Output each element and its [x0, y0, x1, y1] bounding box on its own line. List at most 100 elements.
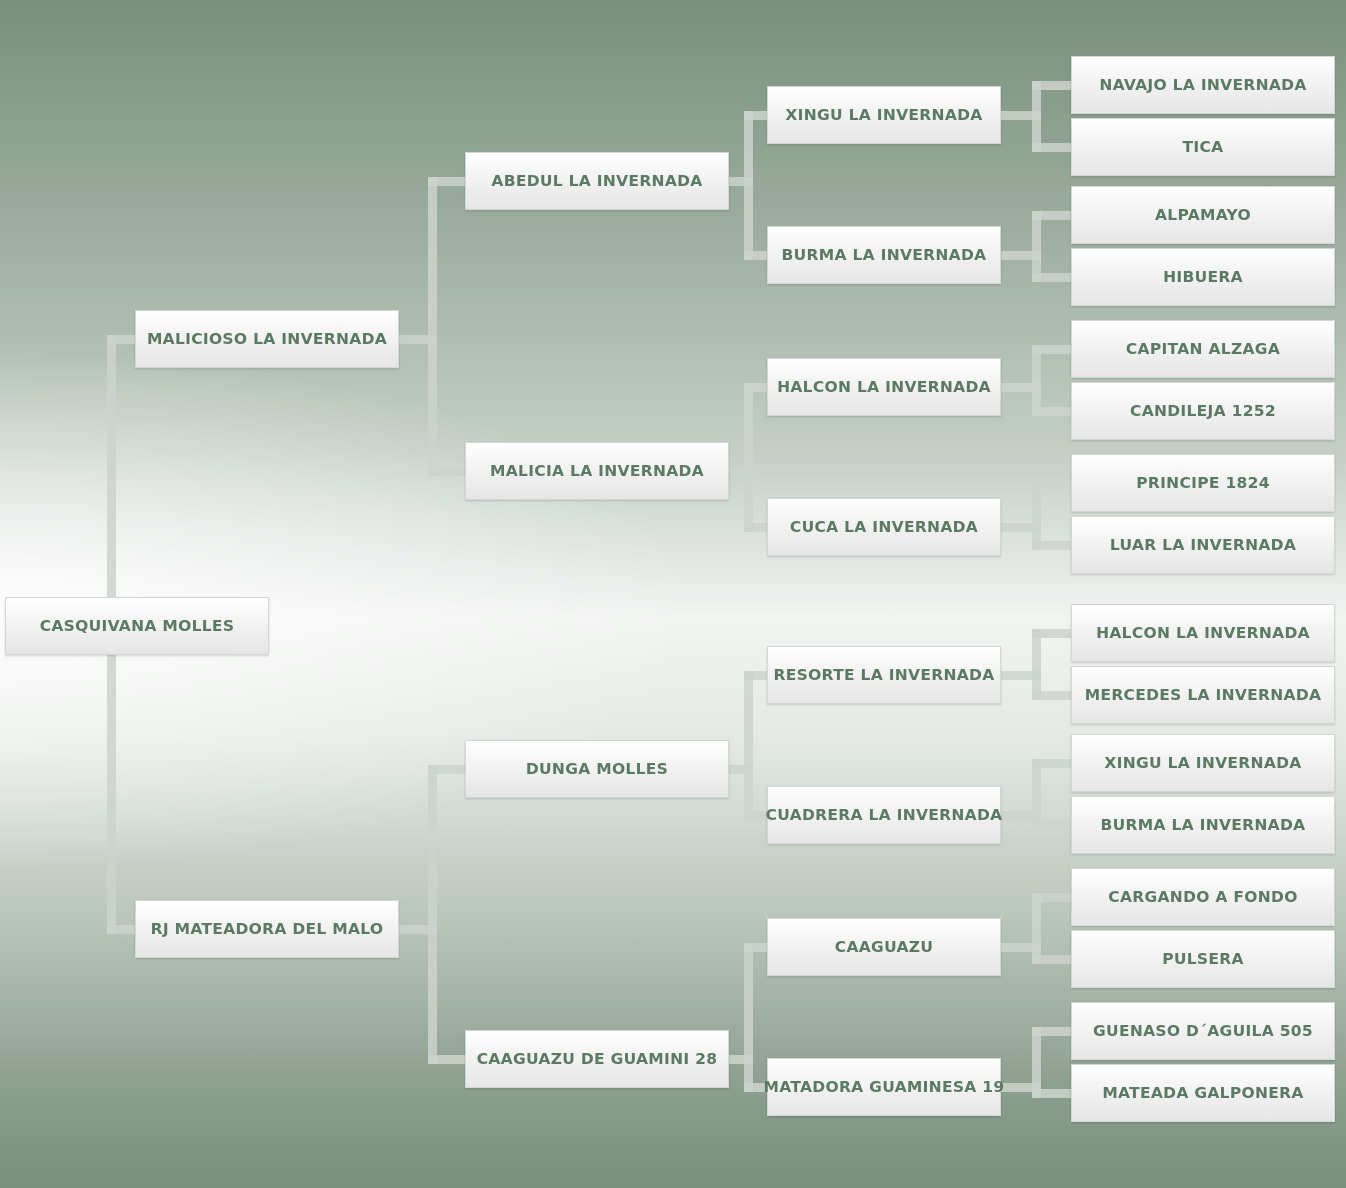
horse-name: MALICIA LA INVERNADA: [490, 462, 704, 480]
connector-line: [1031, 344, 1041, 416]
horse-name: GUENASO D´AGUILA 505: [1093, 1022, 1313, 1040]
horse-name: MATADORA GUAMINESA 19: [763, 1078, 1005, 1096]
connector-line: [1001, 110, 1041, 120]
connector-line: [743, 382, 767, 392]
great-great-grandparent-box[interactable]: MATEADA GALPONERA: [1071, 1064, 1335, 1122]
horse-name: HALCON LA INVERNADA: [777, 378, 991, 396]
great-great-grandparent-box[interactable]: NAVAJO LA INVERNADA: [1071, 56, 1335, 114]
connector-line: [427, 764, 465, 774]
parent-box[interactable]: RJ MATEADORA DEL MALO: [135, 900, 399, 958]
great-grandparent-box[interactable]: RESORTE LA INVERNADA: [767, 646, 1001, 704]
connector-line: [1031, 892, 1071, 902]
horse-name: DUNGA MOLLES: [525, 760, 669, 778]
grandparent-box[interactable]: CAAGUAZU DE GUAMINI 28: [465, 1030, 729, 1088]
connector-line: [743, 522, 767, 532]
connector-line: [1001, 382, 1041, 392]
great-great-grandparent-box[interactable]: PRINCIPE 1824: [1071, 454, 1335, 512]
connector-line: [1031, 272, 1071, 282]
horse-name: HIBUERA: [1163, 268, 1243, 286]
great-great-grandparent-box[interactable]: BURMA LA INVERNADA: [1071, 796, 1335, 854]
connector-line: [1031, 628, 1071, 638]
great-great-grandparent-box[interactable]: CARGANDO A FONDO: [1071, 868, 1335, 926]
connector-line: [1031, 1088, 1071, 1098]
connector-line: [427, 176, 437, 476]
great-great-grandparent-box[interactable]: MERCEDES LA INVERNADA: [1071, 666, 1335, 724]
horse-name: MATEADA GALPONERA: [1102, 1084, 1304, 1102]
horse-name: CAPITAN ALZAGA: [1125, 340, 1281, 358]
great-grandparent-box[interactable]: HALCON LA INVERNADA: [767, 358, 1001, 416]
grandparent-box[interactable]: MALICIA LA INVERNADA: [465, 442, 729, 500]
horse-name: HALCON LA INVERNADA: [1096, 624, 1310, 642]
great-great-grandparent-box[interactable]: CANDILEJA 1252: [1071, 382, 1335, 440]
connector-line: [729, 764, 753, 774]
horse-name: MALICIOSO LA INVERNADA: [146, 330, 388, 348]
connector-line: [1001, 942, 1041, 952]
connector-line: [1031, 210, 1041, 282]
horse-name: BURMA LA INVERNADA: [1100, 816, 1306, 834]
connector-line: [1031, 758, 1041, 830]
great-grandparent-box[interactable]: CUCA LA INVERNADA: [767, 498, 1001, 556]
connector-line: [1031, 478, 1071, 488]
connector-line: [399, 924, 437, 934]
connector-line: [743, 670, 753, 820]
great-great-grandparent-box[interactable]: PULSERA: [1071, 930, 1335, 988]
parent-box[interactable]: MALICIOSO LA INVERNADA: [135, 310, 399, 368]
connector-line: [743, 110, 753, 260]
connector-line: [1031, 210, 1071, 220]
connector-line: [1031, 344, 1071, 354]
great-grandparent-box[interactable]: CAAGUAZU: [767, 918, 1001, 976]
connector-line: [729, 176, 753, 186]
horse-name: PRINCIPE 1824: [1136, 474, 1270, 492]
horse-name: TICA: [1182, 138, 1224, 156]
great-grandparent-box[interactable]: XINGU LA INVERNADA: [767, 86, 1001, 144]
great-great-grandparent-box[interactable]: HALCON LA INVERNADA: [1071, 604, 1335, 662]
horse-name: CAAGUAZU DE GUAMINI 28: [476, 1050, 718, 1068]
horse-name: LUAR LA INVERNADA: [1109, 536, 1297, 554]
great-great-grandparent-box[interactable]: ALPAMAYO: [1071, 186, 1335, 244]
connector-line: [1001, 810, 1041, 820]
great-great-grandparent-box[interactable]: XINGU LA INVERNADA: [1071, 734, 1335, 792]
horse-name: ALPAMAYO: [1155, 206, 1251, 224]
grandparent-box[interactable]: DUNGA MOLLES: [465, 740, 729, 798]
horse-name: CANDILEJA 1252: [1130, 402, 1276, 420]
connector-line: [1031, 1026, 1041, 1098]
great-grandparent-box[interactable]: BURMA LA INVERNADA: [767, 226, 1001, 284]
connector-line: [1001, 250, 1041, 260]
connector-line: [427, 1054, 465, 1064]
connector-line: [743, 942, 767, 952]
connector-line: [1031, 954, 1071, 964]
subject-box[interactable]: CASQUIVANA MOLLES: [5, 597, 269, 655]
connector-line: [1001, 670, 1041, 680]
great-great-grandparent-box[interactable]: TICA: [1071, 118, 1335, 176]
connector-line: [427, 764, 437, 1064]
horse-name: XINGU LA INVERNADA: [1104, 754, 1302, 772]
great-great-grandparent-box[interactable]: GUENASO D´AGUILA 505: [1071, 1002, 1335, 1060]
connector-line: [743, 670, 767, 680]
great-great-grandparent-box[interactable]: CAPITAN ALZAGA: [1071, 320, 1335, 378]
grandparent-box[interactable]: ABEDUL LA INVERNADA: [465, 152, 729, 210]
connector-line: [743, 1082, 767, 1092]
horse-name: ABEDUL LA INVERNADA: [491, 172, 703, 190]
connector-line: [729, 1054, 753, 1064]
horse-name: RESORTE LA INVERNADA: [773, 666, 995, 684]
horse-name: CUCA LA INVERNADA: [789, 518, 979, 536]
great-great-grandparent-box[interactable]: HIBUERA: [1071, 248, 1335, 306]
connector-line: [1031, 758, 1071, 768]
connector-line: [1031, 80, 1071, 90]
horse-name: CAAGUAZU: [834, 938, 934, 956]
horse-name: MERCEDES LA INVERNADA: [1084, 686, 1322, 704]
horse-name: PULSERA: [1162, 950, 1244, 968]
horse-name: CUADRERA LA INVERNADA: [765, 806, 1003, 824]
great-great-grandparent-box[interactable]: LUAR LA INVERNADA: [1071, 516, 1335, 574]
great-grandparent-box[interactable]: CUADRERA LA INVERNADA: [765, 786, 1003, 844]
horse-name: NAVAJO LA INVERNADA: [1099, 76, 1307, 94]
horse-name: CARGANDO A FONDO: [1108, 888, 1298, 906]
connector-line: [1031, 628, 1041, 700]
horse-name: RJ MATEADORA DEL MALO: [150, 920, 384, 938]
connector-line: [1031, 1026, 1071, 1036]
connector-line: [427, 466, 465, 476]
connector-line: [1031, 142, 1071, 152]
connector-line: [743, 810, 767, 820]
connector-line: [743, 942, 753, 1092]
great-grandparent-box[interactable]: MATADORA GUAMINESA 19: [764, 1058, 1004, 1116]
